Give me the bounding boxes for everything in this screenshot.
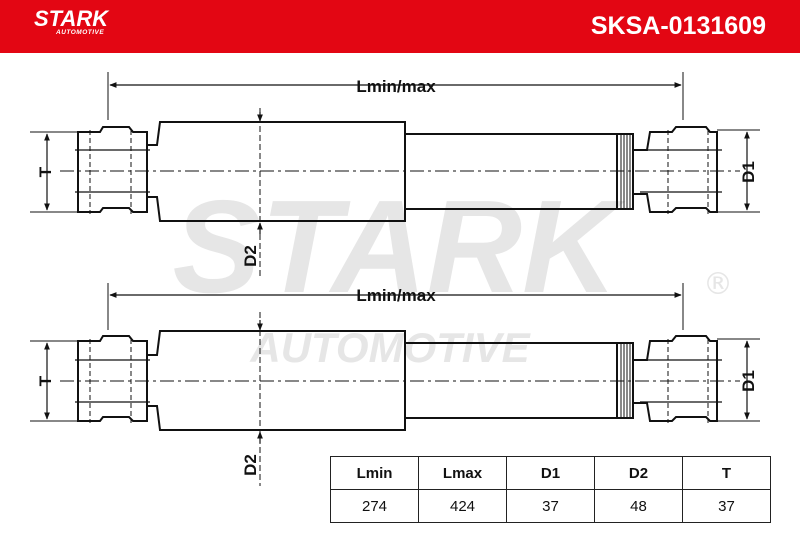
spec-value-lmax: 424 — [418, 489, 507, 523]
spec-header-lmin: Lmin — [330, 456, 419, 490]
length-label-bottom: Lmin/max — [356, 286, 436, 305]
spec-header-d2: D2 — [594, 456, 683, 490]
shock-view-top — [30, 72, 760, 276]
t-label-top: T — [36, 166, 55, 177]
d2-label-top: D2 — [241, 245, 260, 267]
spec-header-d1: D1 — [506, 456, 595, 490]
logo-brand-text: STARK — [34, 6, 109, 31]
spec-header-t: T — [682, 456, 771, 490]
spec-table: Lmin Lmax D1 D2 T 274 424 37 48 37 — [330, 456, 771, 523]
part-number: SKSA-0131609 — [590, 12, 766, 40]
spec-value-t: 37 — [682, 489, 771, 523]
d1-label-top: D1 — [739, 161, 758, 183]
stark-logo: STARK AUTOMOTIVE — [34, 6, 109, 37]
spec-value-lmin: 274 — [330, 489, 419, 523]
length-label-top: Lmin/max — [356, 77, 436, 96]
d2-label-bottom: D2 — [241, 454, 260, 476]
header-bar: STARK AUTOMOTIVE SKSA-0131609 — [0, 0, 800, 53]
shock-absorber-drawing: STARK AUTOMOTIVE ® — [30, 72, 760, 486]
spec-value-d2: 48 — [594, 489, 683, 523]
spec-header-lmax: Lmax — [418, 456, 507, 490]
watermark-registered-mark: ® — [703, 267, 733, 302]
spec-table-header-row: Lmin Lmax D1 D2 T — [330, 456, 771, 490]
t-label-bottom: T — [36, 375, 55, 386]
spec-value-d1: 37 — [506, 489, 595, 523]
d1-label-bottom: D1 — [739, 370, 758, 392]
spec-table-value-row: 274 424 37 48 37 — [330, 489, 771, 523]
logo-sub-text: AUTOMOTIVE — [56, 29, 105, 36]
shock-view-bottom — [30, 283, 760, 486]
